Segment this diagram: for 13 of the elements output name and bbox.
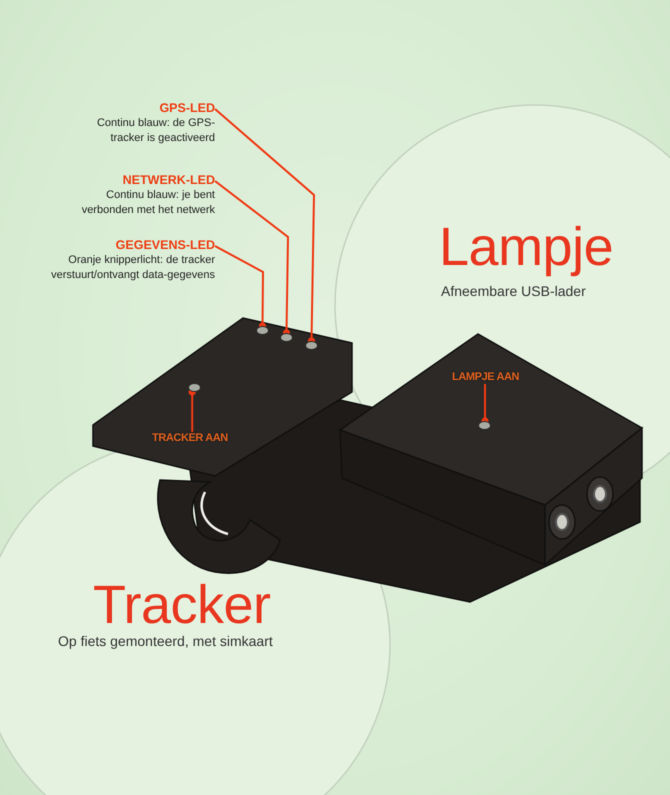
callout-text: Continu blauw: je bent verbonden met het netwerk: [80, 188, 215, 217]
callout-title: GEGEVENS-LED: [116, 238, 215, 253]
callout-title: GPS-LED: [159, 101, 215, 116]
product-heading: Lampje: [439, 217, 614, 277]
indicator-label: TRACKER AAN: [152, 432, 228, 445]
indicator-label: LAMPJE AAN: [452, 371, 520, 384]
product-subtitle: Afneembare USB-lader: [441, 283, 586, 300]
callout-text: Continu blauw: de GPS-tracker is geactiveerd: [96, 116, 215, 145]
product-heading: Tracker: [93, 575, 271, 635]
leader-line: [188, 388, 196, 432]
product-subtitle: Op fiets gemonteerd, met simkaart: [58, 633, 273, 650]
callout-text: Oranje knipperlicht: de tracker verstuurt/ontvangt data-gegevens: [50, 253, 215, 282]
callout-title: NETWERK-LED: [122, 173, 215, 188]
